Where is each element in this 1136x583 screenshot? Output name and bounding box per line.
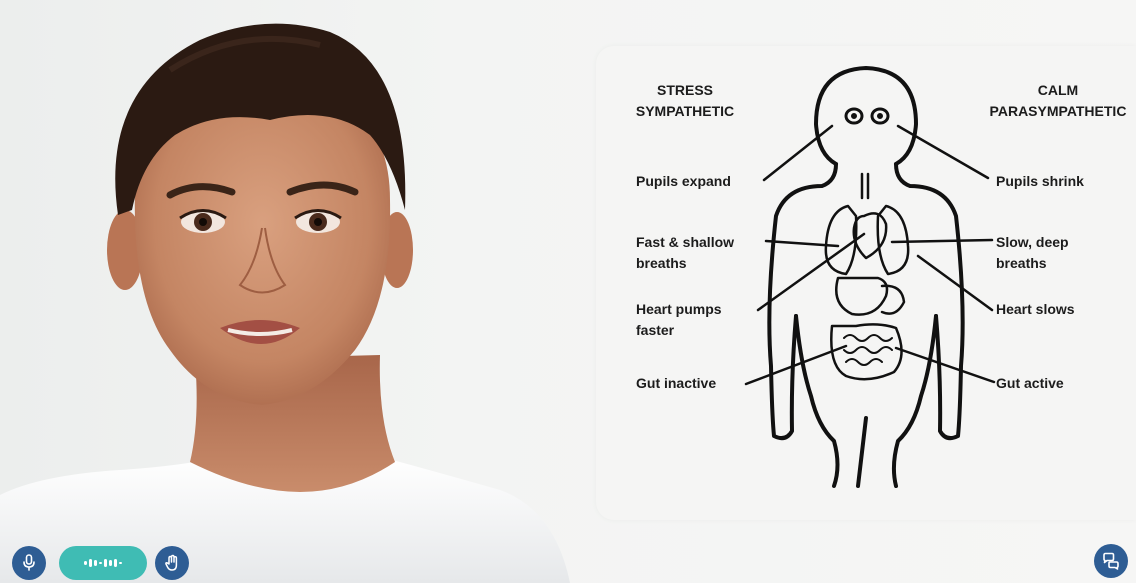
label-gut-active: Gut active (996, 373, 1064, 394)
label-heart-pumps-faster: Heart pumps faster (636, 299, 722, 341)
voice-activity-button[interactable] (59, 546, 147, 580)
label-pupils-expand: Pupils expand (636, 171, 731, 192)
diagram-panel: STRESS SYMPATHETIC CALM PARASYMPATHETIC … (596, 46, 1136, 520)
label-heart-slows: Heart slows (996, 299, 1075, 320)
label-fast-shallow-breaths: Fast & shallow breaths (636, 232, 734, 274)
label-slow-deep-breaths: Slow, deep breaths (996, 232, 1069, 274)
calm-parasympathetic-title: CALM PARASYMPATHETIC (980, 80, 1136, 122)
raise-hand-icon (164, 554, 180, 572)
avatar-video (0, 0, 600, 583)
microphone-button[interactable] (12, 546, 46, 580)
label-gut-inactive: Gut inactive (636, 373, 716, 394)
chat-bubbles-icon (1102, 552, 1120, 570)
voice-waveform-icon (83, 557, 123, 569)
label-pupils-shrink: Pupils shrink (996, 171, 1084, 192)
microphone-icon (21, 554, 37, 572)
chat-button[interactable] (1094, 544, 1128, 578)
raise-hand-button[interactable] (155, 546, 189, 580)
stress-sympathetic-title: STRESS SYMPATHETIC (610, 80, 760, 122)
